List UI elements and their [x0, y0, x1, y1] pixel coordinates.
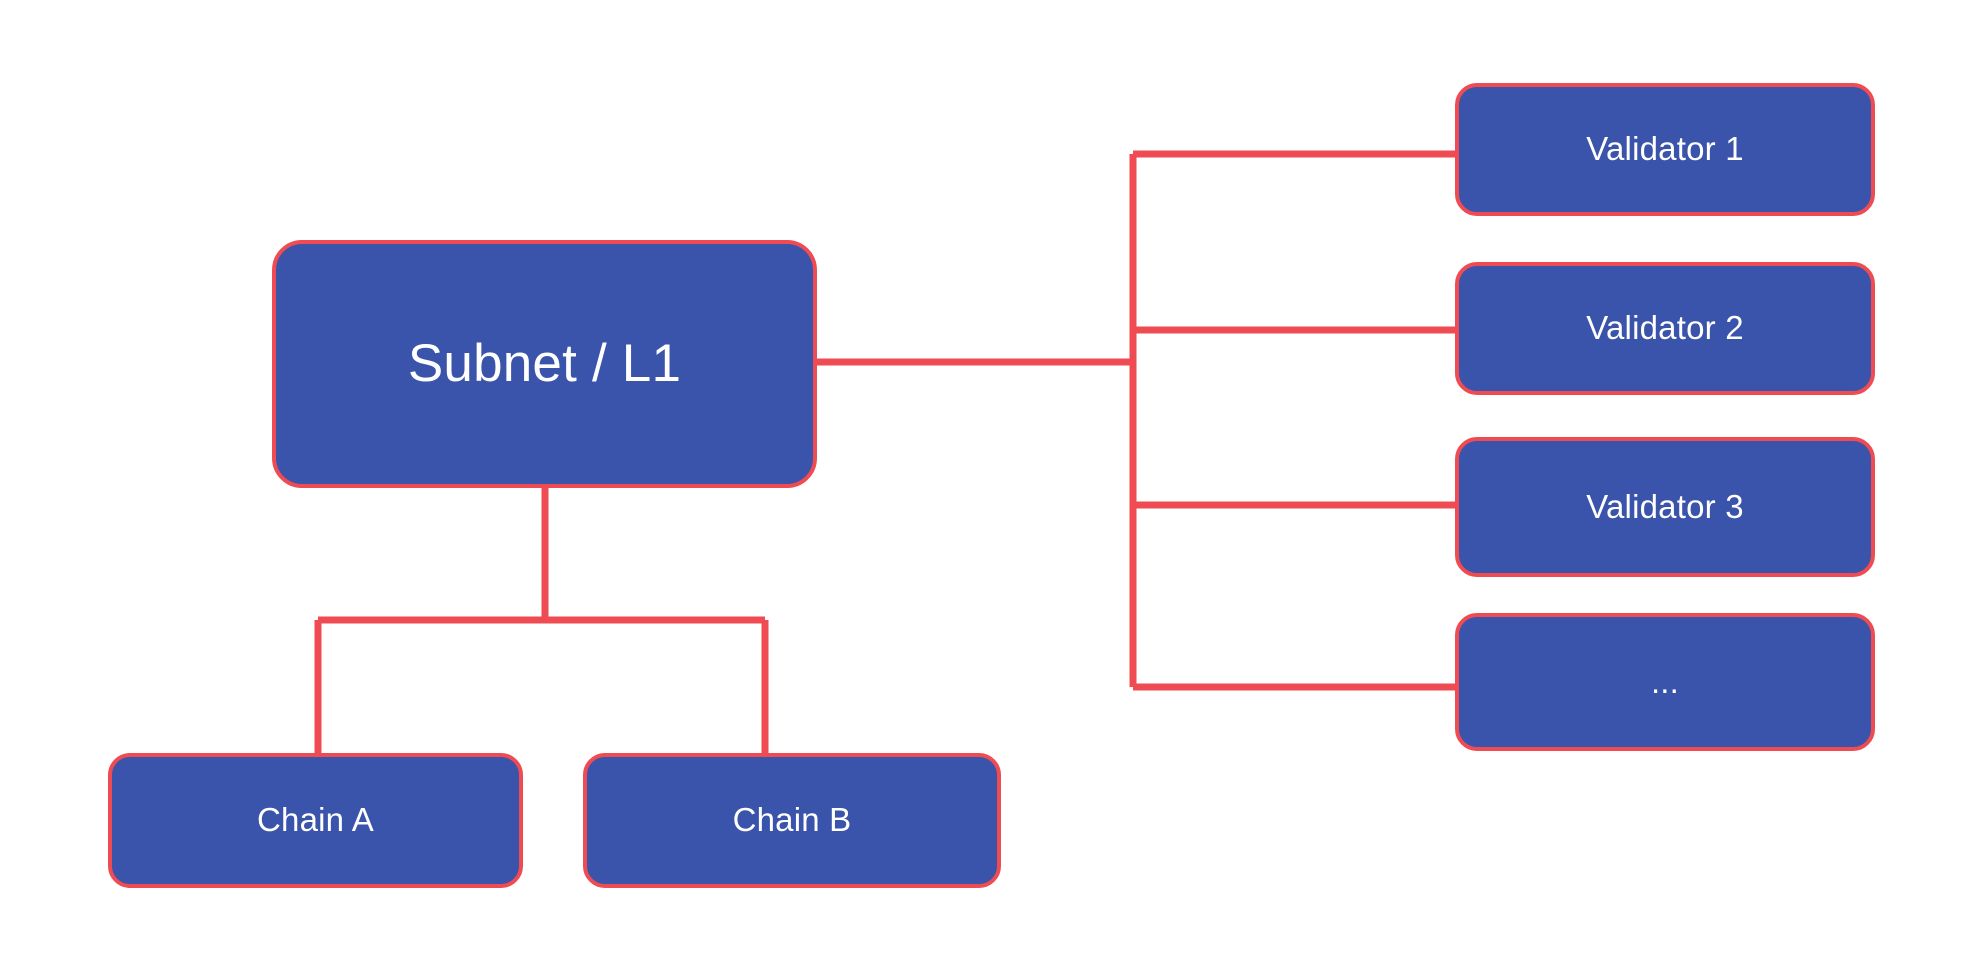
node-validator-2-label: Validator 2 — [1586, 309, 1744, 347]
node-chain-b-label: Chain B — [732, 801, 852, 839]
node-validator-2[interactable]: Validator 2 — [1455, 262, 1875, 395]
node-chain-b[interactable]: Chain B — [583, 753, 1001, 888]
node-validator-ellipsis[interactable]: ... — [1455, 613, 1875, 751]
node-subnet[interactable]: Subnet / L1 — [272, 240, 817, 488]
node-validator-3-label: Validator 3 — [1586, 487, 1744, 525]
node-subnet-label: Subnet / L1 — [407, 333, 682, 393]
node-validator-1[interactable]: Validator 1 — [1455, 83, 1875, 216]
node-validator-ellipsis-label: ... — [1650, 662, 1680, 700]
node-validator-1-label: Validator 1 — [1586, 130, 1744, 168]
node-validator-3[interactable]: Validator 3 — [1455, 437, 1875, 577]
node-chain-a[interactable]: Chain A — [108, 753, 523, 888]
node-chain-a-label: Chain A — [257, 801, 374, 839]
